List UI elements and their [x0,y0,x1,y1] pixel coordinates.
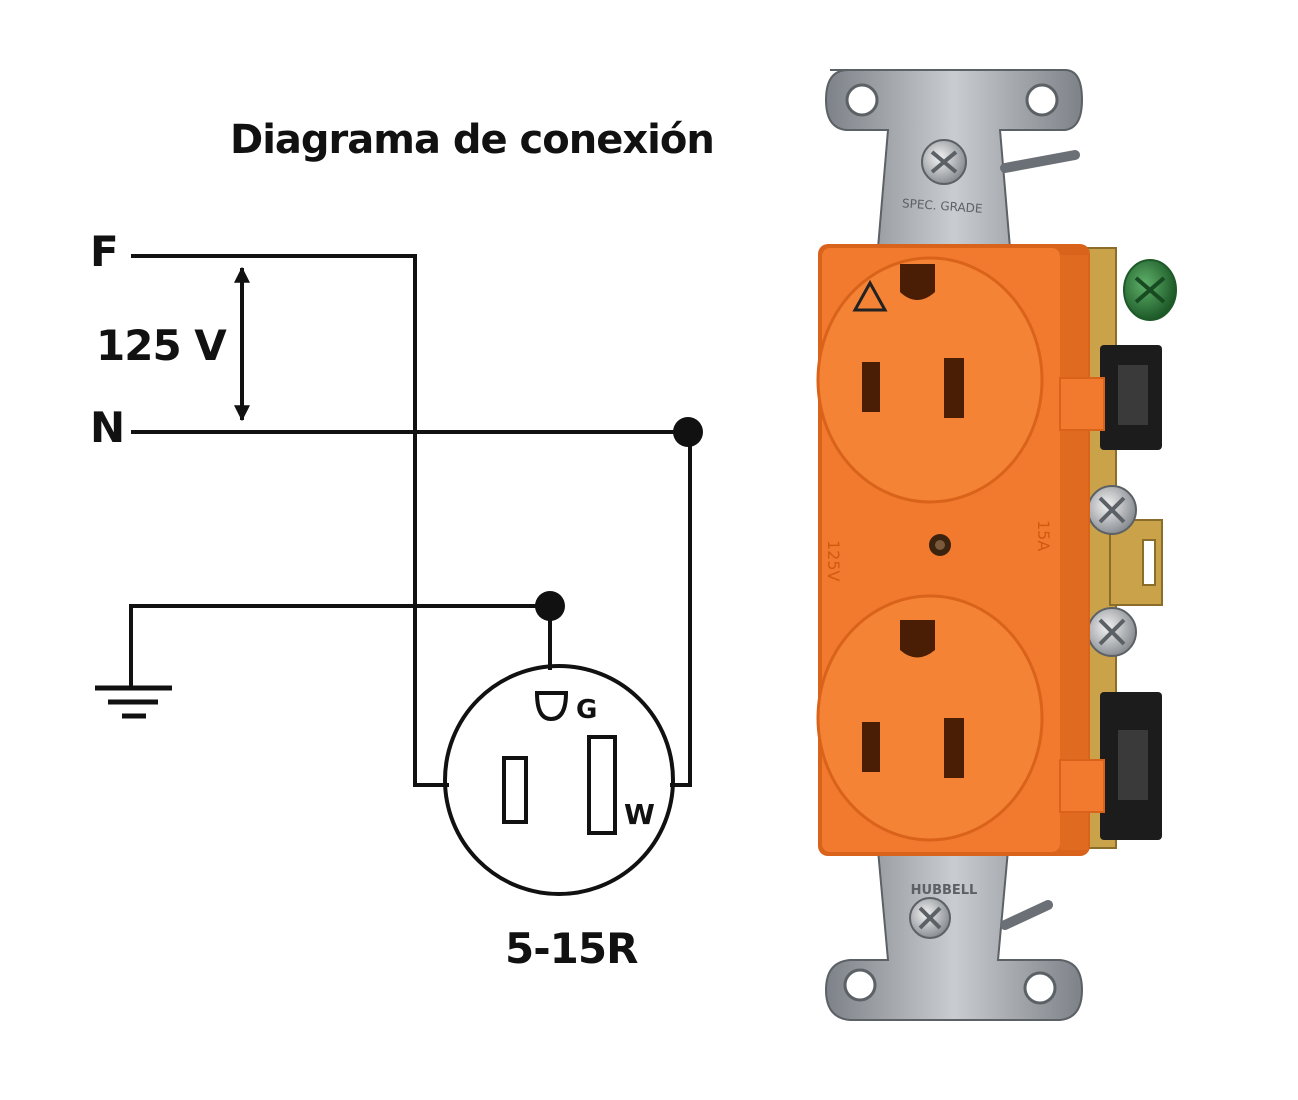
amperage-rating-marking: 15A [1034,520,1053,551]
phase-slot [502,756,528,824]
strap-marking-top: SPEC. GRADE [902,196,983,216]
upper-outlet-face [852,264,964,418]
bottom-mounting-strap [824,849,1084,1021]
neutral-slot [587,735,617,835]
lower-outlet-face [862,620,964,778]
neutral-junction-dot [673,417,703,447]
neutral-label: N [90,403,126,452]
voltage-label: 125 V [96,321,227,370]
top-mounting-strap [824,69,1084,249]
ground-slot [534,691,569,722]
white-terminal-label: W [624,798,655,831]
receptacle-symbol [443,664,675,896]
receptacle-code-label: 5-15R [505,924,638,973]
receptacle-body [816,244,1105,856]
phase-label: F [90,227,119,276]
ground-junction-dot [535,591,565,621]
side-brackets [1079,247,1177,849]
neutral-wire [131,430,692,787]
ground-terminal-label: G [576,695,597,725]
triangle-icon [852,279,888,312]
diagram-title: Diagrama de conexión [230,117,715,163]
ground-wire [129,604,552,690]
strap-marking-bottom: HUBBELL [911,883,978,898]
voltage-rating-marking: 125V [824,540,843,582]
phase-wire [131,254,449,787]
ground-symbol [95,685,172,719]
